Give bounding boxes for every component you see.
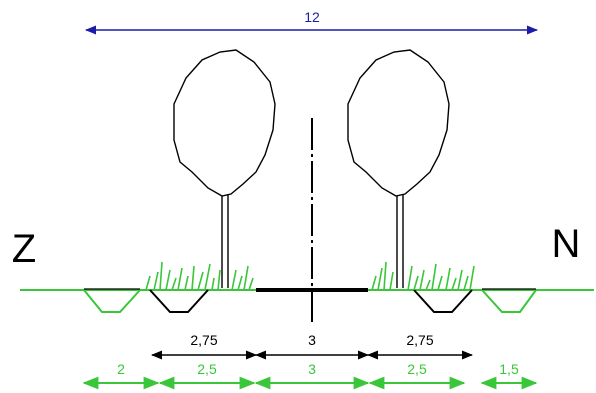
tree-left	[173, 49, 276, 288]
ditch-right-outer	[481, 289, 537, 313]
side-label-left: Z	[12, 227, 36, 271]
grass-right	[371, 261, 475, 291]
grass-left	[145, 261, 254, 291]
black-dim-label-2: 3	[308, 332, 316, 348]
green-dim-label-4: 2,5	[407, 361, 427, 377]
overall-width-label: 12	[304, 9, 320, 25]
green-dim-label-1: 2	[117, 361, 125, 377]
green-dim-label-2: 2,5	[197, 361, 217, 377]
side-label-right: N	[552, 222, 581, 266]
ditch-right-inner	[413, 289, 473, 313]
black-dim-label-1: 2,75	[190, 332, 217, 348]
black-dim-label-3: 2,75	[406, 332, 433, 348]
green-dim-label-5: 1,5	[499, 361, 519, 377]
green-dim-label-3: 3	[308, 361, 316, 377]
tree-right	[347, 49, 450, 288]
ditch-left-outer	[83, 289, 141, 313]
ditch-left-inner	[149, 289, 209, 313]
